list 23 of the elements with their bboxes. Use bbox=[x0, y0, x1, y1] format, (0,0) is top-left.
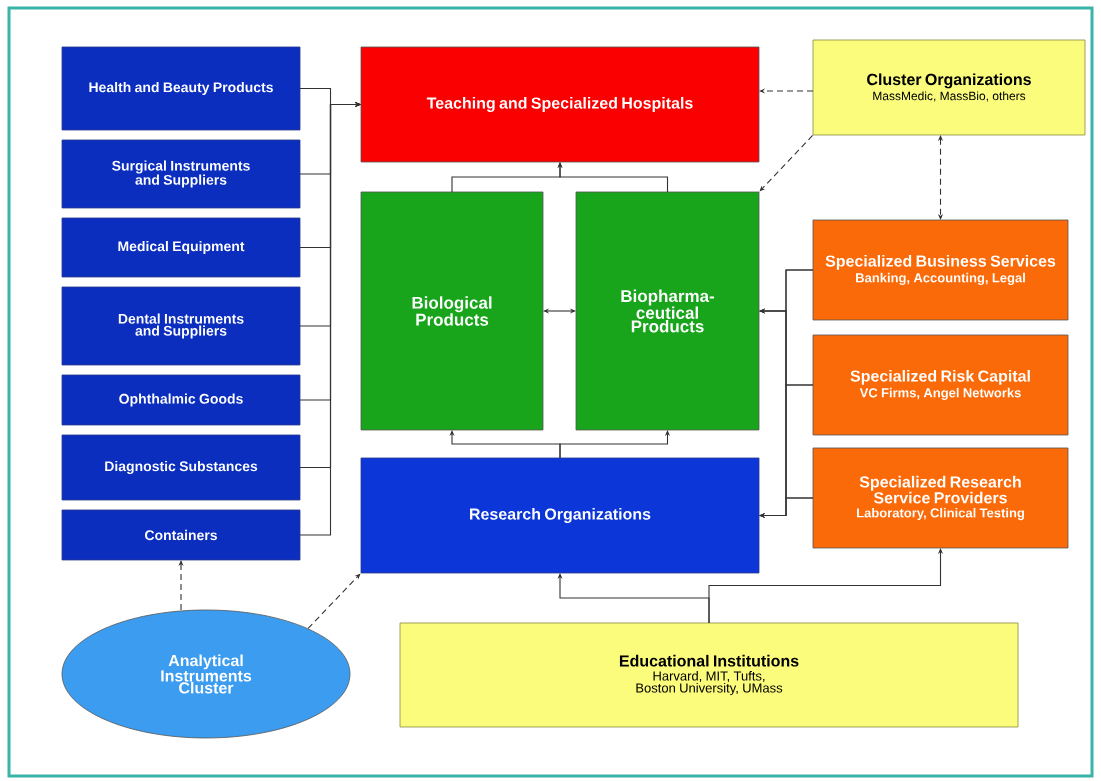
organization-box: Research Organizations bbox=[360, 457, 760, 574]
arrow bbox=[299, 101, 361, 536]
arrow bbox=[937, 135, 944, 220]
product-box: Biopharma- ceutical Products bbox=[575, 191, 760, 431]
cluster-box: Cluster Organizations MassMedic, MassBio, others bbox=[812, 39, 1086, 136]
service-box: Specialized Business Services Banking, Accounting, Legal bbox=[812, 219, 1069, 321]
service-box: Specialized Risk Capital VC Firms, Angel Networks bbox=[812, 334, 1069, 436]
service-box: Specialized Research Service Providers Laboratory, Clinical Testing bbox=[812, 447, 1069, 549]
product-box: Ophthalmic Goods bbox=[61, 374, 301, 426]
product-box: Diagnostic Substances bbox=[61, 434, 301, 501]
product-box: Containers bbox=[61, 509, 301, 561]
product-box: Biological Products bbox=[360, 191, 544, 431]
arrow bbox=[557, 162, 669, 193]
arrow bbox=[759, 497, 814, 519]
hospital-box: Teaching and Specialized Hospitals bbox=[360, 46, 760, 163]
arrow bbox=[307, 573, 361, 629]
product-box: Surgical Instruments and Suppliers bbox=[61, 139, 301, 209]
product-box: Medical Equipment bbox=[61, 217, 301, 278]
product-box: Dental Instruments and Suppliers bbox=[61, 286, 301, 366]
arrow bbox=[543, 308, 576, 314]
arrow bbox=[759, 134, 814, 192]
institution-box: Educational Institutions Harvard, MIT, Tufts, Boston University, UMass bbox=[399, 622, 1019, 728]
product-box: Health and Beauty Products bbox=[61, 46, 301, 131]
